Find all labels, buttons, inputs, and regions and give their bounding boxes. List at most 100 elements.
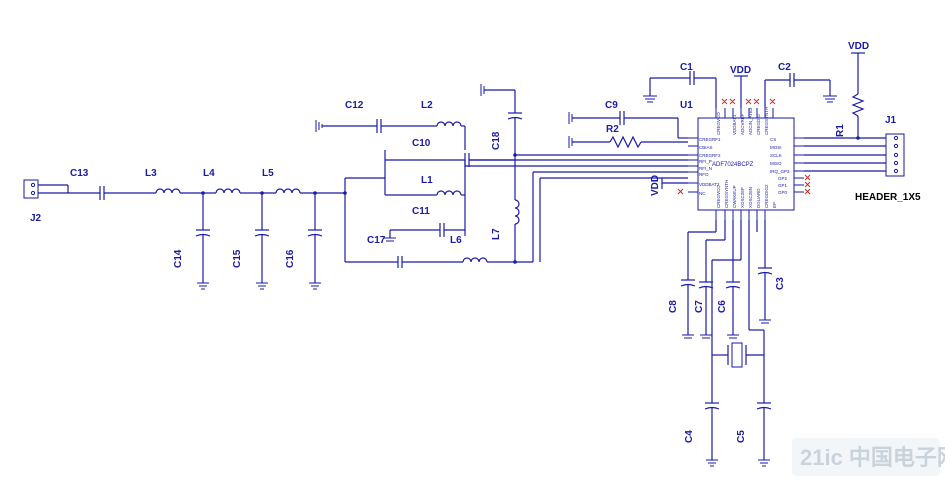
c18-label: C18 [491, 131, 502, 150]
c3-capacitor [756, 220, 773, 324]
c15-capacitor [254, 191, 270, 290]
l7-inductor [514, 199, 520, 225]
pin-label-l4: RFI_N [699, 166, 712, 171]
pin-label-r4: IRQ_GP3 [770, 169, 790, 174]
pin-label-r1: MOSI [770, 145, 782, 150]
c1-label: C1 [680, 62, 693, 73]
pin-label-l1: CBIAS [699, 145, 713, 150]
pin-label-b6: CREGDIG2 [764, 184, 769, 208]
pin-label-l5: RFO [699, 172, 709, 177]
pin-label-r6: GP1 [778, 183, 788, 188]
l1-inductor [436, 190, 462, 196]
pin-label-b7: EP [772, 202, 777, 208]
pin-label-l0: CREGRF1 [699, 137, 721, 142]
c8-capacitor [680, 220, 717, 339]
pin-label-r7: GP0 [778, 190, 788, 195]
c16-label: C16 [285, 249, 296, 268]
pin-label-l7: NC [699, 191, 706, 196]
l4-inductor [215, 188, 241, 194]
pin-label-t3: ADCIN_ATB3 [748, 107, 753, 135]
r2-resistor [568, 135, 688, 149]
pin-label-l6: VDDBAT2 [699, 182, 720, 187]
c11-label: C11 [412, 206, 430, 217]
c13-label: C13 [70, 168, 89, 179]
c2-label: C2 [778, 62, 791, 73]
c5-capacitor [756, 402, 772, 467]
c17-label: C17 [367, 235, 386, 246]
c12-label: C12 [345, 100, 364, 111]
c8-label: C8 [668, 300, 679, 313]
c12-branch [315, 119, 466, 150]
r1-resistor [851, 52, 865, 138]
chip-part-number: ADF7024BCPZ [712, 162, 754, 168]
c4-label: C4 [684, 430, 695, 443]
c6-label: C6 [717, 300, 728, 313]
j1-header [885, 133, 905, 177]
l5-inductor [275, 188, 301, 194]
l2-label: L2 [421, 100, 433, 111]
l1-label: L1 [421, 175, 433, 186]
j1-label: J1 [885, 115, 897, 126]
pin-label-t4: CREGDIG [756, 113, 761, 135]
pin-label-r3: MISO [770, 161, 782, 166]
chip-left-pins [688, 137, 698, 193]
pin-label-l3: RFI_P [699, 159, 712, 164]
pin-label-t5: CREGSYNTH [764, 107, 769, 135]
l3-inductor [155, 188, 181, 194]
vdd-top-label: VDD [730, 65, 751, 76]
chip-bottom-pins [715, 210, 766, 220]
c7-label: C7 [694, 300, 705, 313]
c14-label: C14 [173, 249, 184, 268]
vdd-left-label: VDD [650, 175, 661, 196]
header-label: HEADER_1X5 [855, 192, 921, 203]
c7-capacitor [698, 220, 726, 339]
chip-right-pins [794, 137, 804, 193]
watermark-text: 21ic 中国电子网 [800, 445, 945, 470]
r2-label: R2 [606, 124, 619, 135]
chip-top-pins [715, 108, 774, 118]
pin-label-r0: CS [770, 137, 776, 142]
pin-label-b3: XOSC26P [740, 187, 745, 208]
j2-connector [23, 179, 100, 199]
pin-label-b0: CREGVCO [716, 185, 721, 208]
u1-label: U1 [680, 100, 693, 111]
pin-label-t1: VDDBAT1 [732, 114, 737, 135]
c3-label: C3 [775, 277, 786, 290]
c9-label: C9 [605, 100, 618, 111]
j2-label: J2 [30, 213, 42, 224]
pin-label-b1: CREGSYNTH [724, 180, 729, 208]
c18-capacitor [480, 84, 523, 200]
c10-label: C10 [412, 138, 431, 149]
c6-capacitor [725, 220, 741, 339]
c5-label: C5 [736, 430, 747, 443]
pin-label-t2: ADCVREF [740, 113, 745, 135]
pin-label-l2: CREGRF2 [699, 153, 721, 158]
pin-label-r2: SCLK [770, 153, 782, 158]
l6-label: L6 [450, 235, 462, 246]
c13-capacitor [99, 186, 105, 200]
watermark-logo [792, 438, 940, 476]
l3-label: L3 [145, 168, 157, 179]
pin-label-b2: CWAKEUP [732, 185, 737, 208]
u1-chip [697, 117, 795, 211]
crystal-xtal [712, 342, 764, 368]
l7-label: L7 [491, 228, 502, 240]
c4-capacitor [704, 402, 720, 467]
pin-label-r5: GP2 [778, 176, 788, 181]
vdd-right-label: VDD [848, 41, 869, 52]
c14-capacitor [195, 191, 211, 290]
c1-capacitor [643, 71, 717, 108]
l5-label: L5 [262, 168, 274, 179]
pin-label-b4: XOSC26N [748, 187, 753, 208]
c9-capacitor [568, 111, 688, 139]
c2-capacitor [764, 73, 837, 108]
l4-label: L4 [203, 168, 215, 179]
c15-label: C15 [232, 249, 243, 268]
c16-capacitor [307, 191, 323, 290]
pin-label-t0: CREGVCO [716, 112, 721, 135]
r1-label: R1 [835, 124, 846, 137]
pin-label-b5: DGUARD [756, 188, 761, 208]
lower-inductor [462, 257, 488, 263]
